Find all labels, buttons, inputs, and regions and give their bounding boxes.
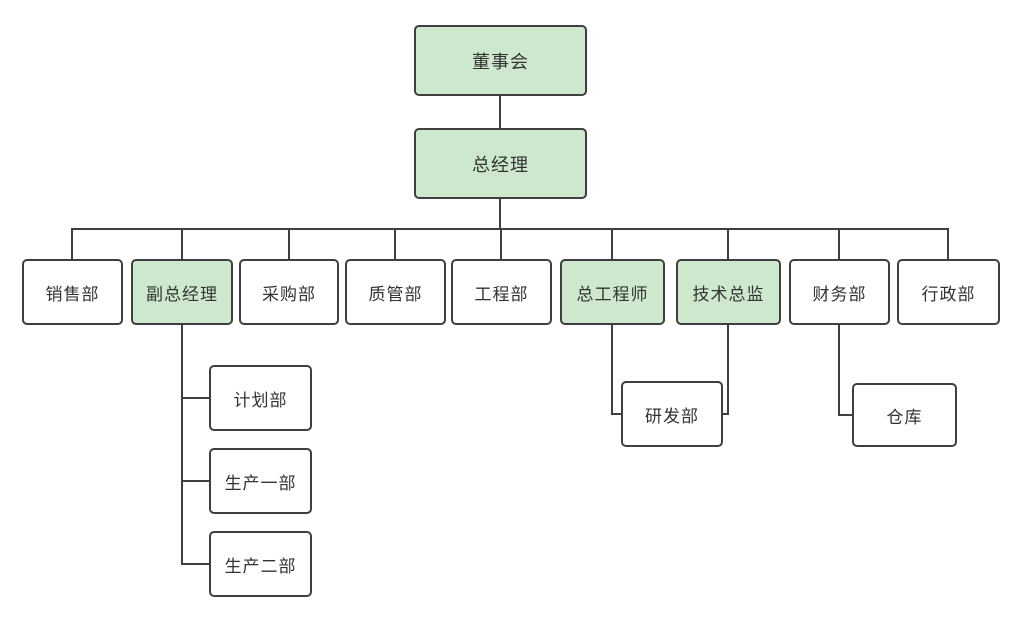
- node-deputy-general-manager[interactable]: 副总经理: [131, 259, 233, 325]
- node-general-manager-label: 总经理: [472, 154, 529, 175]
- edge-gm-bus: [499, 199, 501, 229]
- edge-tech-director-rnd: [723, 413, 729, 415]
- node-admin-dept-label: 行政部: [921, 284, 976, 304]
- node-finance-dept-label: 财务部: [812, 284, 867, 304]
- edge-bus-deputy-gm: [181, 228, 183, 259]
- node-technical-director[interactable]: 技术总监: [676, 259, 781, 325]
- node-production-dept-1[interactable]: 生产一部: [209, 448, 312, 514]
- node-technical-director-label: 技术总监: [692, 284, 765, 304]
- edge-bus-purchasing: [288, 228, 290, 259]
- edge-chief-engineer-rnd: [611, 413, 621, 415]
- node-engineering-dept-label: 工程部: [474, 284, 529, 304]
- node-chief-engineer-label: 总工程师: [576, 284, 649, 304]
- edge-finance-warehouse: [838, 414, 852, 416]
- edge-deputy-gm-spine: [181, 325, 183, 565]
- node-production-dept-2[interactable]: 生产二部: [209, 531, 312, 597]
- node-warehouse-label: 仓库: [886, 407, 923, 427]
- edge-bus-sales: [71, 228, 73, 259]
- node-general-manager[interactable]: 总经理: [414, 128, 587, 199]
- edge-bus-finance: [838, 228, 840, 259]
- node-engineering-dept[interactable]: 工程部: [451, 259, 552, 325]
- node-quality-dept[interactable]: 质管部: [345, 259, 446, 325]
- edge-bus-tech-director: [727, 228, 729, 259]
- edge-level3-bus: [71, 228, 949, 230]
- node-admin-dept[interactable]: 行政部: [897, 259, 1000, 325]
- node-sales-dept-label: 销售部: [45, 284, 100, 304]
- edge-chief-engineer-drop: [611, 325, 613, 415]
- node-purchasing-dept-label: 采购部: [262, 284, 316, 304]
- edge-deputy-gm-planning: [181, 397, 209, 399]
- node-planning-dept[interactable]: 计划部: [209, 365, 312, 431]
- node-finance-dept[interactable]: 财务部: [789, 259, 890, 325]
- node-rnd-dept[interactable]: 研发部: [621, 381, 723, 447]
- node-production-dept-1-label: 生产一部: [224, 473, 297, 493]
- node-board[interactable]: 董事会: [414, 25, 587, 96]
- edge-deputy-gm-production1: [181, 480, 209, 482]
- edge-deputy-gm-production2: [181, 563, 209, 565]
- node-deputy-general-manager-label: 副总经理: [146, 284, 218, 304]
- node-purchasing-dept[interactable]: 采购部: [239, 259, 339, 325]
- edge-finance-drop: [838, 325, 840, 416]
- edge-bus-admin: [947, 228, 949, 259]
- node-sales-dept[interactable]: 销售部: [22, 259, 123, 325]
- node-rnd-dept-label: 研发部: [645, 406, 699, 426]
- node-board-label: 董事会: [472, 51, 529, 72]
- node-production-dept-2-label: 生产二部: [224, 556, 297, 576]
- node-quality-dept-label: 质管部: [368, 284, 423, 304]
- node-chief-engineer[interactable]: 总工程师: [560, 259, 665, 325]
- edge-bus-chief-engineer: [611, 228, 613, 259]
- node-planning-dept-label: 计划部: [233, 390, 288, 410]
- edge-bus-quality: [394, 228, 396, 259]
- edge-tech-director-drop: [727, 325, 729, 415]
- edge-bus-engineering: [500, 228, 502, 259]
- edge-board-gm: [499, 96, 501, 128]
- node-warehouse[interactable]: 仓库: [852, 383, 957, 447]
